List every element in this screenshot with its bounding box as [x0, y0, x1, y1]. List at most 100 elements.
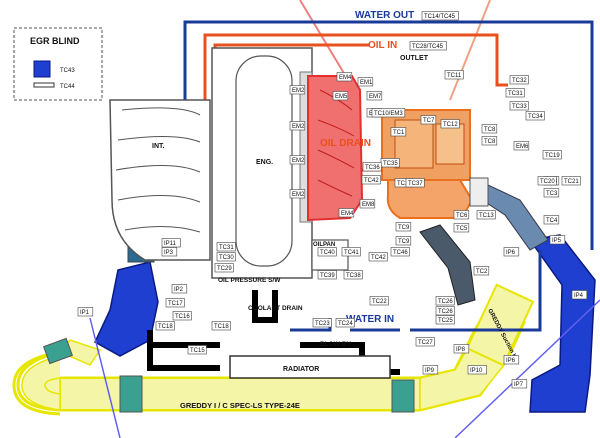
sensor-tag-em7: EM7	[369, 94, 382, 100]
sensor-tag-em2: EM2	[292, 124, 305, 130]
sensor-tag-box	[214, 263, 234, 273]
sensor-tag-box	[338, 208, 355, 218]
sensor-tag-em2: EM2	[292, 192, 305, 198]
sensor-tag-box	[509, 101, 529, 111]
coupler-ic-in	[43, 337, 73, 365]
sensor-tag-box	[453, 210, 470, 220]
sensor-tag-box	[371, 108, 406, 118]
sensor-tag-box	[343, 270, 363, 280]
intake-manifold	[109, 99, 211, 261]
sensor-tag-box	[289, 85, 306, 95]
egr-blind-gasket	[33, 82, 55, 88]
sensor-tag-box	[357, 77, 374, 87]
sensor-tag-tc5: TC5	[456, 226, 468, 232]
coolant-drain-line	[147, 290, 400, 375]
sensor-tag-tc31: TC31	[508, 91, 523, 97]
sensor-tag-box	[187, 345, 207, 355]
sensor-tag-tc19: TC19	[545, 153, 560, 159]
sensor-tag-tc32: TC32	[512, 78, 527, 84]
sensor-tag-tc36: TC36	[365, 165, 380, 171]
sensor-tag-tc30: TC30	[219, 255, 234, 261]
sensor-tag-ip1: IP1	[80, 310, 90, 316]
sensor-tag-ip8: IP8	[456, 347, 466, 353]
sensor-tag-tc20: TC20	[540, 179, 555, 185]
sensor-tag-box	[211, 321, 231, 331]
suction-kit	[465, 283, 535, 367]
sensor-tag-box	[542, 150, 562, 160]
sensor-tag-box	[335, 318, 355, 328]
sensor-tag-box	[481, 136, 498, 146]
sensor-tag-box	[289, 189, 306, 199]
sensor-tag-tc26: TC26	[438, 309, 453, 315]
oil-pressure-label: OIL PRESSURE S/W	[218, 277, 281, 284]
blow-by-label: BLOW-BY	[320, 341, 352, 348]
sensor-tag-tc6: TC6	[456, 213, 468, 219]
sensor-tag-box	[362, 162, 382, 172]
intake-hose-mid	[419, 224, 476, 306]
sensor-tag-box	[503, 247, 520, 257]
egr-item-tc44: TC44	[60, 84, 75, 90]
sensor-tag-em4: EM4	[341, 211, 354, 217]
sensor-tag-box	[435, 296, 455, 306]
sensor-tag-tc25: TC25	[438, 318, 453, 324]
sensor-tag-tc36: TC36	[397, 181, 412, 187]
sensor-tag-em6: EM6	[516, 144, 529, 150]
pointer-line-4	[454, 299, 600, 438]
sensor-tag-tc27: TC27	[418, 340, 433, 346]
intercooler-label: GREDDY I / C SPEC-LS TYPE-24E	[180, 401, 300, 410]
oil-in-label: OIL IN	[368, 40, 397, 51]
sensor-tag-box	[440, 119, 460, 129]
sensor-tag-box	[369, 296, 389, 306]
downpipe	[386, 179, 474, 219]
sensor-tag-box	[525, 111, 545, 121]
sensor-tag-tc1: TC1	[393, 130, 405, 136]
pointer-line-3	[89, 317, 121, 438]
water-out-tag: TC14/TC45	[424, 14, 456, 20]
sensor-tag-ip5: IP5	[552, 238, 562, 244]
sensor-tag-box	[359, 199, 376, 209]
sensor-tag-box	[543, 215, 560, 225]
sensor-tag-box	[77, 307, 94, 317]
oilpan-label: OILPAN	[313, 242, 335, 248]
sensor-tag-box	[289, 121, 306, 131]
sensor-tag-box	[509, 75, 529, 85]
sensor-tag-ip3: IP3	[164, 250, 174, 256]
egr-item-tc43: TC43	[60, 68, 75, 74]
sensor-tag-tc34: TC34	[528, 114, 543, 120]
sensor-tag-box	[415, 337, 435, 347]
sensor-tag-em4: EM4	[339, 75, 352, 81]
sensor-tag-tc8: TC8	[484, 127, 496, 133]
sensor-tag-tc21: TC21	[564, 179, 579, 185]
sensor-tag-ip7: IP7	[514, 382, 524, 388]
sensor-tag-tc17: TC17	[168, 301, 183, 307]
sensor-tag-tc41: TC41	[344, 250, 359, 256]
coupler-left	[119, 375, 143, 413]
oil-in-tag: TC28/TC45	[412, 44, 444, 50]
radiator-label: RADIATOR	[283, 366, 319, 373]
sensor-tag-box	[390, 127, 407, 137]
sensor-tag-ip4: IP4	[574, 293, 584, 299]
sensor-tag-box	[513, 141, 530, 151]
sensor-tag-tc35: TC35	[383, 161, 398, 167]
sensor-tag-box	[332, 91, 349, 101]
sensor-tag-box	[476, 210, 496, 220]
sensor-tag-box	[361, 175, 381, 185]
coupler-right	[391, 379, 415, 413]
sensor-tag-tc33: TC33	[512, 104, 527, 110]
sensor-tag-box	[549, 235, 566, 245]
sensor-tag-box	[511, 379, 528, 389]
intake-pipes	[94, 184, 596, 413]
sensor-tag-tc9: TC9	[398, 225, 410, 231]
sensor-tag-tc24: TC24	[338, 321, 353, 327]
sensor-tag-box	[161, 247, 178, 257]
coolant-drain-label: COOLANT DRAIN	[248, 305, 303, 312]
sensor-tag-box	[453, 344, 470, 354]
sensor-tag-tc2: TC2	[476, 269, 488, 275]
sensor-tag-em8: EM8	[362, 202, 375, 208]
sensor-tag-box	[368, 252, 388, 262]
sensor-tag-tc37: TC37	[408, 181, 423, 187]
sensor-tag-tc3: TC3	[546, 191, 558, 197]
sensor-tag-box	[165, 298, 185, 308]
sensor-tag-tc16: TC16	[175, 314, 190, 320]
